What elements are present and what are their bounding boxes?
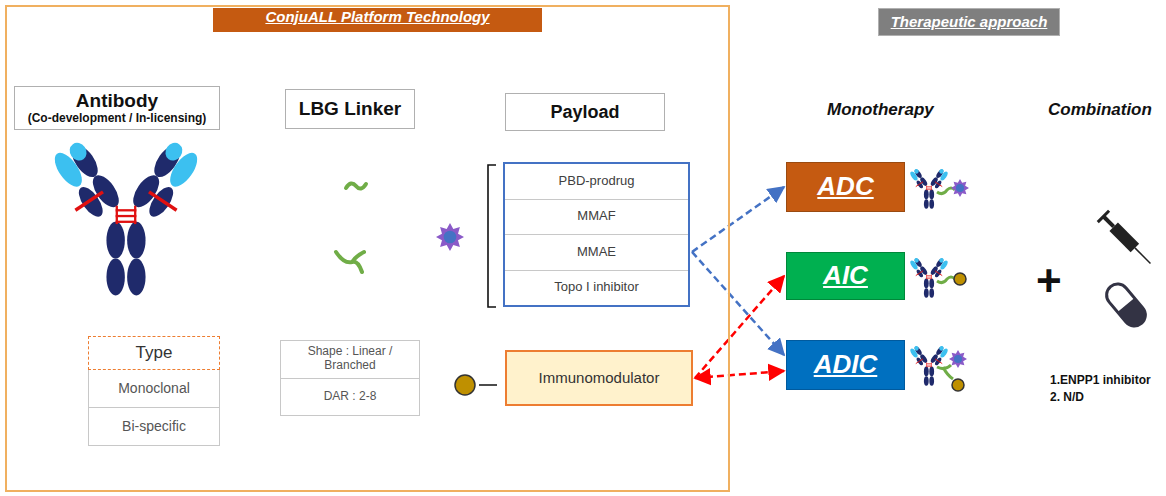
node-title: Payload — [550, 102, 619, 123]
approach-box: AIC — [786, 252, 905, 300]
payload-star — [949, 350, 967, 368]
node-title: ADC — [817, 172, 873, 202]
antibody-figure — [50, 138, 203, 295]
node-title: Bi-specific — [122, 418, 186, 434]
type-header-cell: Type — [88, 336, 220, 370]
node-title: ConjuALL Platform Technology — [213, 8, 542, 32]
antibody-figure — [909, 257, 949, 298]
node-subtitle: Topo I inhibitor — [505, 271, 688, 306]
header-box: LBG Linker — [285, 89, 415, 129]
payload-star — [436, 223, 464, 251]
node-title: PBD-prodrug — [505, 164, 688, 200]
immunomodulator-box: Immunomodulator — [505, 350, 693, 406]
node-title: Type — [136, 343, 173, 363]
linear-linker — [346, 183, 366, 188]
dash — [479, 384, 497, 386]
column-heading: Combination — [1048, 100, 1152, 120]
combination-note: 1.ENPP1 inhibitor — [1050, 373, 1151, 387]
node-title: Immunomodulator — [539, 369, 660, 386]
linker-spec-box: Shape : Linear / BranchedDAR : 2-8 — [280, 340, 420, 416]
node-title: Therapeutic approach — [891, 13, 1048, 30]
node-subtitle: (Co-development / In-licensing) — [28, 112, 207, 126]
payload-core — [444, 231, 457, 244]
payload-star — [951, 179, 969, 197]
approach-box: ADIC — [786, 340, 905, 390]
platform-panel: ConjuALL Platform TechnologyAntibody(Co-… — [5, 5, 730, 492]
node-title: ADIC — [814, 350, 878, 380]
combination-note: 2. N/D — [1050, 390, 1084, 404]
antibody-figure — [909, 345, 949, 386]
immunomodulator-dot — [954, 273, 966, 285]
node-title: AIC — [823, 261, 868, 291]
node-subtitle: MMAF — [505, 200, 688, 236]
node-subtitle: DAR : 2-8 — [281, 379, 419, 416]
dashed-arrow — [692, 252, 784, 355]
node-title: Shape : Linear / Branched — [281, 341, 419, 379]
node-title: Antibody — [76, 90, 158, 112]
conjugate-icon — [909, 245, 966, 303]
conjugate-icon — [909, 156, 969, 214]
payload-core — [954, 355, 962, 363]
dashed-arrow — [695, 276, 784, 378]
section-title-bar: Therapeutic approach — [878, 8, 1060, 36]
type-cell: Monoclonal — [88, 370, 220, 408]
payload-list-box: PBD-prodrugMMAFMMAETopo I inhibitor — [503, 162, 690, 307]
header-box: Payload — [505, 93, 665, 131]
dashed-arrow — [692, 187, 784, 252]
node-subtitle: MMAE — [505, 235, 688, 271]
node-title: LBG Linker — [299, 98, 401, 120]
immunomodulator-dot — [952, 379, 964, 391]
plus-sign: + — [1036, 256, 1062, 306]
payload-core — [956, 184, 964, 192]
column-heading: Monotherapy — [827, 100, 934, 120]
syringe-icon — [1097, 210, 1156, 269]
dashed-arrow — [695, 371, 784, 378]
conjugate-icon — [909, 333, 967, 391]
node-title: Monoclonal — [118, 380, 190, 396]
type-cell: Bi-specific — [88, 408, 220, 446]
header-box: Antibody(Co-development / In-licensing) — [14, 86, 220, 130]
branched-linker — [336, 252, 364, 272]
bracket — [488, 165, 496, 307]
immunomodulator-dot — [455, 375, 475, 395]
antibody-figure — [909, 168, 949, 209]
pill-icon — [1102, 280, 1150, 331]
approach-box: ADC — [786, 162, 905, 212]
